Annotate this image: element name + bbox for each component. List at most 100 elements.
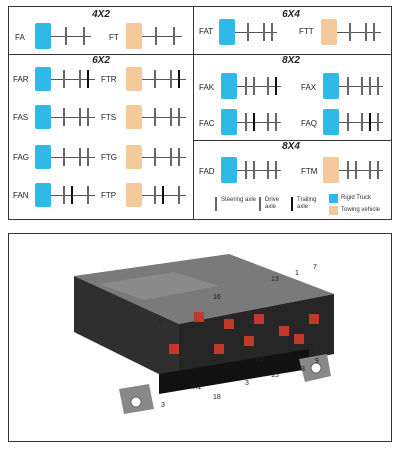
drive-axle-icon <box>271 23 273 41</box>
drive-axle-icon <box>83 27 85 45</box>
trailing-axle-icon <box>178 70 180 88</box>
config-label-faq: FAQ <box>301 119 318 128</box>
steering-axle-icon <box>275 113 277 131</box>
drive-axle-icon <box>267 161 269 179</box>
drive-axle-icon <box>365 23 367 41</box>
chassis-line <box>142 79 186 80</box>
callout-13: 13 <box>271 276 279 283</box>
drive-axle-icon <box>87 108 89 126</box>
steering-axle-icon <box>63 108 65 126</box>
unit-left-face <box>74 276 179 384</box>
pin-red <box>194 312 204 322</box>
chassis-line <box>51 195 95 196</box>
unit-top-face <box>74 254 334 324</box>
section-title-6x4: 6X4 <box>282 9 300 20</box>
rigid-cab-icon <box>323 109 339 135</box>
drive-axle-icon <box>369 77 371 95</box>
steering-axle-icon <box>245 77 247 95</box>
panel-divider <box>193 7 194 219</box>
pin-red <box>294 334 304 344</box>
drive-axle-icon <box>369 161 371 179</box>
drive-axle-icon <box>170 108 172 126</box>
steering-axle-icon <box>247 23 249 41</box>
row-divider <box>194 140 391 141</box>
drive-axle-icon <box>170 148 172 166</box>
trailing-axle-icon <box>87 70 89 88</box>
config-label-ft: FT <box>109 33 119 42</box>
drive-axle-icon <box>267 113 269 131</box>
trailing-axle-icon <box>253 113 255 131</box>
legend-towing-label: Towing vehicle <box>341 207 381 213</box>
section-title-8x4: 8X4 <box>282 141 300 152</box>
steering-axle-icon <box>65 27 67 45</box>
drive-axle-icon <box>79 70 81 88</box>
steering-axle-icon <box>377 77 379 95</box>
config-label-ftt: FTT <box>299 27 314 36</box>
chassis-line <box>142 36 182 37</box>
chassis-line <box>237 86 281 87</box>
drive-axle-icon <box>173 27 175 45</box>
chassis-line <box>51 79 95 80</box>
rigid-cab-icon <box>221 73 237 99</box>
pin-red <box>279 326 289 336</box>
steering-axle-icon <box>87 148 89 166</box>
rigid-cab-icon <box>35 67 51 91</box>
connector-label-x2: X2 <box>255 357 264 364</box>
config-label-fad: FAD <box>199 167 215 176</box>
config-label-ftr: FTR <box>101 75 117 84</box>
steering-axle-icon <box>154 186 156 204</box>
steering-axle-icon <box>63 186 65 204</box>
steering-axle-icon <box>155 27 157 45</box>
drive-axle-icon <box>170 70 172 88</box>
steering-axle-icon <box>154 108 156 126</box>
axle-configuration-panel: 4X2 6X4 6X2 8X2 8X4 FA FT FAT FTT FAR FT… <box>8 6 392 220</box>
drive-axle-icon <box>178 108 180 126</box>
legend-rigid-label: Rigid Truck <box>341 195 372 201</box>
steering-axle-icon <box>154 148 156 166</box>
connector-strip <box>159 349 309 394</box>
steering-axle-icon <box>245 161 247 179</box>
rigid-cab-icon <box>35 145 51 169</box>
steering-axle-icon <box>178 148 180 166</box>
chassis-line <box>237 122 281 123</box>
steering-axle-icon <box>349 23 351 41</box>
pin-red <box>309 314 319 324</box>
steering-axle-icon <box>377 113 379 131</box>
steering-axle-icon <box>63 148 65 166</box>
pin-red <box>214 344 224 354</box>
config-label-fak: FAK <box>199 83 215 92</box>
drive-axle-icon <box>87 186 89 204</box>
config-label-fa: FA <box>15 33 25 42</box>
callout-3: 3 <box>301 366 305 373</box>
trailing-axle-icon <box>162 186 164 204</box>
towing-cab-icon <box>321 19 337 45</box>
drive-axle-icon <box>373 23 375 41</box>
towing-cab-icon <box>126 105 142 129</box>
row-divider <box>194 54 391 55</box>
callout-5: 5 <box>159 319 163 326</box>
towing-cab-icon <box>126 145 142 169</box>
connector-label-x3: X3 <box>305 344 314 351</box>
drive-axle-icon <box>377 161 379 179</box>
callout-3: 3 <box>245 380 249 387</box>
chassis-line <box>51 36 91 37</box>
chassis-line <box>237 170 281 171</box>
callout-15: 15 <box>271 372 279 379</box>
steering-axle-icon <box>63 70 65 88</box>
legend-rigid-swatch <box>329 194 338 203</box>
bracket-hole <box>310 362 322 374</box>
section-title-6x2: 6X2 <box>92 55 110 66</box>
steering-axle-icon <box>347 77 349 95</box>
drive-axle-icon <box>275 161 277 179</box>
section-title-8x2: 8X2 <box>282 55 300 66</box>
config-label-ftp: FTP <box>101 191 117 200</box>
drive-axle-icon <box>79 108 81 126</box>
rigid-cab-icon <box>35 105 51 129</box>
legend-trailing-icon <box>291 197 293 211</box>
callout-1: 1 <box>295 270 299 277</box>
chassis-line <box>339 170 383 171</box>
pin-red <box>244 336 254 346</box>
rigid-cab-icon <box>221 109 237 135</box>
pin-red <box>224 319 234 329</box>
